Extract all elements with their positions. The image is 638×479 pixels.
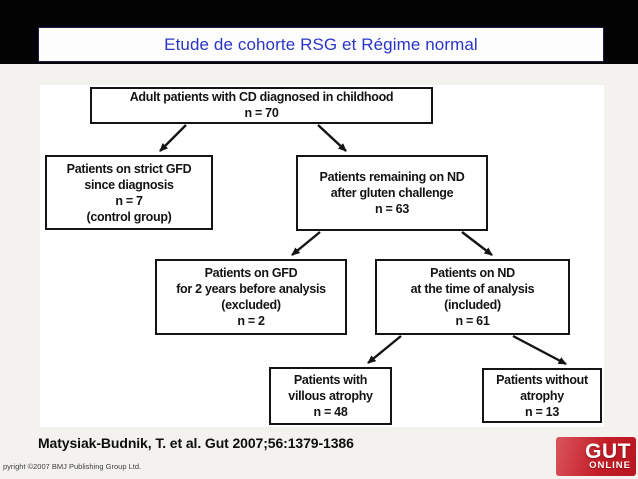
box-line: (excluded) (221, 298, 281, 312)
flowchart-box-gfd-excluded: Patients on GFD for 2 years before analy… (155, 259, 347, 335)
flowchart-box-villous-atrophy: Patients with villous atrophy n = 48 (269, 367, 392, 425)
box-line: (included) (444, 298, 501, 312)
box-line: villous atrophy (288, 389, 373, 403)
citation: Matysiak-Budnik, T. et al. Gut 2007;56:1… (38, 435, 354, 451)
arrow-adult-to-control (159, 124, 187, 152)
slide-title: Etude de cohorte RSG et Régime normal (164, 34, 478, 54)
arrow-included-to-noatrophy (512, 334, 567, 366)
box-line: n = 63 (375, 202, 409, 216)
flowchart-box-nd-included: Patients on ND at the time of analysis (… (375, 259, 570, 335)
gut-online-logo: GUT ONLINE (556, 437, 636, 476)
arrow-adult-to-challenge (317, 124, 347, 152)
box-line: n = 7 (115, 193, 143, 208)
copyright-notice: pyright ©2007 BMJ Publishing Group Ltd. (3, 462, 142, 471)
box-line: Patients without (496, 372, 588, 387)
box-line: Patients on GFD (204, 266, 298, 280)
arrow-challenge-to-excluded (291, 231, 321, 256)
box-line: after gluten challenge (330, 186, 454, 200)
box-line: (control group) (86, 209, 172, 224)
flowchart-box-remaining-nd: Patients remaining on ND after gluten ch… (296, 155, 488, 231)
title-box: Etude de cohorte RSG et Régime normal (38, 27, 604, 62)
flowchart-arrows (159, 124, 567, 366)
box-line: Patients with (293, 373, 368, 387)
flowchart-figure: Adult patients with CD diagnosed in chil… (40, 85, 604, 427)
gut-logo-online-text: ONLINE (589, 460, 631, 471)
box-line: n = 70 (244, 105, 279, 120)
arrow-included-to-villous (367, 335, 402, 364)
gut-logo-text: GUT (585, 440, 631, 463)
box-line: for 2 years before analysis (176, 282, 326, 296)
flowchart-box-strict-gfd-control: Patients on strict GFD since diagnosis n… (45, 155, 213, 230)
box-line: n = 13 (525, 404, 559, 419)
box-line: at the time of analysis (410, 282, 535, 296)
box-line: Adult patients with CD diagnosed in chil… (129, 90, 394, 104)
flowchart-box-adult-patients: Adult patients with CD diagnosed in chil… (90, 87, 433, 124)
box-line: Patients on strict GFD (66, 161, 192, 176)
box-line: since diagnosis (84, 177, 174, 192)
box-line: n = 48 (313, 405, 348, 419)
arrow-challenge-to-included (461, 231, 493, 256)
box-line: Patients remaining on ND (319, 170, 465, 184)
box-line: atrophy (520, 388, 564, 403)
box-line: Patients on ND (430, 266, 515, 280)
title-band: Etude de cohorte RSG et Régime normal (0, 0, 638, 64)
box-line: n = 2 (237, 314, 265, 328)
box-line: n = 61 (455, 314, 490, 328)
flowchart-box-without-atrophy: Patients without atrophy n = 13 (482, 368, 602, 423)
